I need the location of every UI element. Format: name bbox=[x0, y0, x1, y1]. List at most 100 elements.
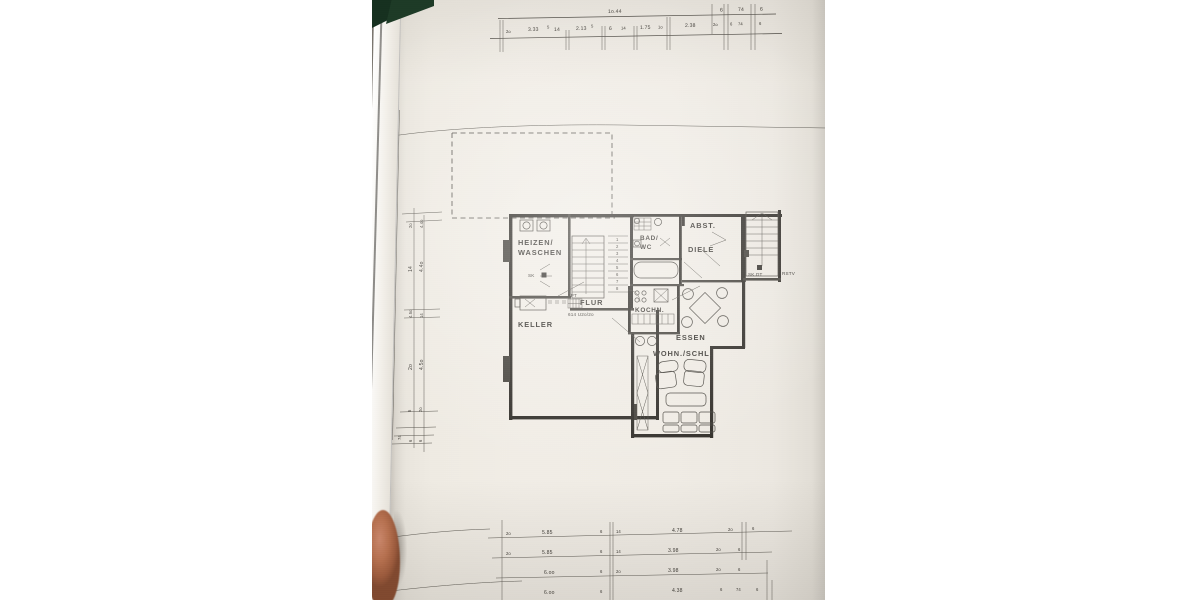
annotation-skdt: SK.DT bbox=[748, 272, 763, 277]
dim-bottom4-5: 6 bbox=[756, 587, 759, 592]
dim-left-inner-4: 4.5o bbox=[419, 359, 425, 370]
room-label-keller: KELLER bbox=[518, 320, 553, 329]
annotation-lintel: 614 U2o/2o bbox=[568, 312, 594, 317]
dim-top-chain-3: 14 bbox=[554, 27, 560, 33]
room-heizen-waschen: HEIZEN/ WASCHEN SK bbox=[514, 219, 568, 311]
dim-bottom1-1: 5.85 bbox=[542, 530, 553, 536]
dim-top-chain-10: 2.38 bbox=[685, 23, 696, 29]
dim-left-inner-7: 6 bbox=[418, 439, 423, 442]
letterbox-left bbox=[0, 0, 372, 600]
dim-bottom2-3: 14 bbox=[616, 549, 621, 554]
dim-left-inner-5: 2o bbox=[418, 407, 423, 412]
dim-top-chain-0: 2o bbox=[506, 29, 512, 34]
annotation-rstv: RSTV bbox=[782, 271, 796, 276]
dim-top-overall-1: 6 bbox=[720, 7, 723, 13]
dim-left-inner-3: 14 bbox=[419, 313, 424, 318]
building-walls bbox=[503, 210, 782, 438]
dim-bottom4-0: 6.oo bbox=[544, 590, 555, 596]
room-bad-wc: BAD/ WC bbox=[632, 217, 679, 279]
dim-bottom2-0: 2o bbox=[506, 551, 511, 556]
stair-riser-6: 7 bbox=[616, 279, 619, 284]
dim-top-chain-14: 6 bbox=[759, 21, 762, 26]
floor-plan-drawing: 1o.44 6 74 6 bbox=[372, 4, 825, 600]
dim-left-outer-5: 2o bbox=[408, 364, 414, 370]
stair-riser-2: 3 bbox=[616, 251, 619, 256]
room-label-wohn-schl: WOHN./SCHL. bbox=[653, 349, 713, 358]
stair-riser-4: 5 bbox=[616, 265, 619, 270]
dim-top-overall-2: 74 bbox=[738, 7, 744, 13]
dim-left-outer-3: 14 bbox=[408, 266, 414, 272]
dim-top-chain-7: 14 bbox=[621, 25, 627, 30]
dim-top-chain-6: 6 bbox=[609, 26, 612, 32]
dim-bottom4-2: 4.38 bbox=[672, 588, 683, 594]
dim-bottom1-3: 14 bbox=[616, 529, 621, 534]
paper-page bbox=[372, 0, 825, 600]
dim-bottom1-5: 2o bbox=[728, 527, 733, 532]
letterbox-right bbox=[825, 0, 1200, 600]
room-abst: ABST. bbox=[690, 221, 727, 247]
stair-riser-3: 4 bbox=[616, 258, 619, 263]
dim-bottom2-6: 6 bbox=[738, 547, 741, 552]
annotation-2pt: 2PT bbox=[568, 293, 577, 298]
room-label-bad-line2: WC bbox=[640, 244, 652, 251]
room-label-diele: DIELE bbox=[688, 245, 714, 254]
dashed-terrace-outline bbox=[451, 132, 615, 219]
dim-bottom2-4: 3.98 bbox=[668, 548, 679, 554]
room-label-kochn: KOCHN. bbox=[635, 307, 664, 314]
room-label-essen: ESSEN bbox=[676, 333, 706, 342]
dim-bottom4-4: 74 bbox=[736, 587, 741, 592]
dim-top-overall-3: 6 bbox=[760, 7, 763, 13]
dim-top-chain-8: 1.75 bbox=[640, 25, 651, 31]
dim-left-outer-8: 6 bbox=[408, 439, 413, 442]
dim-top-chain-5: 5 bbox=[591, 23, 594, 28]
dim-top-chain-4: 2.13 bbox=[576, 26, 587, 32]
room-essen: ESSEN bbox=[676, 287, 729, 342]
page-fold-line bbox=[385, 124, 825, 138]
dim-top-overall-0: 1o.44 bbox=[608, 9, 622, 15]
stair-riser-7: 8 bbox=[616, 286, 619, 291]
dim-top-chain-2: 5 bbox=[547, 24, 550, 29]
dim-left-outer-6: 6 bbox=[407, 409, 412, 412]
dim-top-chain-13: 74 bbox=[738, 21, 744, 26]
room-label-heizen-line1: HEIZEN/ bbox=[518, 238, 553, 247]
room-kochn: KOCHN. bbox=[627, 285, 701, 346]
top-dimension-block: 1o.44 6 74 6 bbox=[489, 4, 783, 52]
dim-bottom3-1: 6 bbox=[600, 569, 603, 574]
dim-bottom1-2: 6 bbox=[600, 529, 603, 534]
room-diele: DIELE bbox=[683, 245, 721, 279]
annotation-sk: SK bbox=[528, 273, 535, 278]
dim-top-chain-1: 3.33 bbox=[528, 27, 539, 33]
dim-bottom1-6: 6 bbox=[752, 526, 755, 531]
dim-bottom2-1: 5.85 bbox=[542, 550, 553, 556]
stair-riser-5: 6 bbox=[616, 272, 619, 277]
dim-left-outer-4: 4.5o bbox=[408, 309, 413, 318]
dim-top-chain-12: 6 bbox=[730, 21, 733, 26]
dim-bottom3-3: 3.98 bbox=[668, 568, 679, 574]
photo-of-floor-plan: 1o.44 6 74 6 bbox=[372, 0, 825, 600]
room-wohn-schl: WOHN./SCHL. bbox=[636, 349, 716, 433]
room-label-bad-line1: BAD/ bbox=[640, 235, 658, 242]
room-label-flur: FLUR bbox=[580, 298, 603, 307]
stair-riser-1: 2 bbox=[616, 244, 619, 249]
dim-bottom1-4: 4.78 bbox=[672, 528, 683, 534]
dim-bottom2-2: 6 bbox=[600, 549, 603, 554]
room-keller: KELLER bbox=[518, 320, 553, 329]
dim-left-outer-2: 4.4o bbox=[419, 219, 424, 228]
staircase-right: SK.DT RSTV bbox=[744, 211, 796, 277]
dim-bottom4-1: 6 bbox=[600, 589, 603, 594]
stair-riser-0: 1 bbox=[616, 237, 619, 242]
dim-bottom2-5: 2o bbox=[716, 547, 721, 552]
dim-bottom4-3: 6 bbox=[720, 587, 723, 592]
dim-bottom1-0: 2o bbox=[506, 531, 511, 536]
dim-bottom3-0: 6.oo bbox=[544, 570, 555, 576]
room-label-heizen-line2: WASCHEN bbox=[518, 248, 562, 257]
dim-bottom3-5: 6 bbox=[738, 567, 741, 572]
dim-bottom3-2: 2o bbox=[616, 569, 621, 574]
staircase-center: 1 2 3 4 5 6 7 8 FLUR 2PT bbox=[548, 235, 641, 343]
dim-top-chain-11: 2o bbox=[713, 22, 719, 27]
dim-bottom3-4: 2o bbox=[716, 567, 721, 572]
room-label-abst: ABST. bbox=[690, 221, 716, 230]
bottom-dimension-block: 2o 5.85 6 14 4.78 2o 6 2o 5.85 6 14 3.98… bbox=[372, 520, 793, 600]
dim-left-inner-2: 4.4o bbox=[419, 261, 425, 272]
